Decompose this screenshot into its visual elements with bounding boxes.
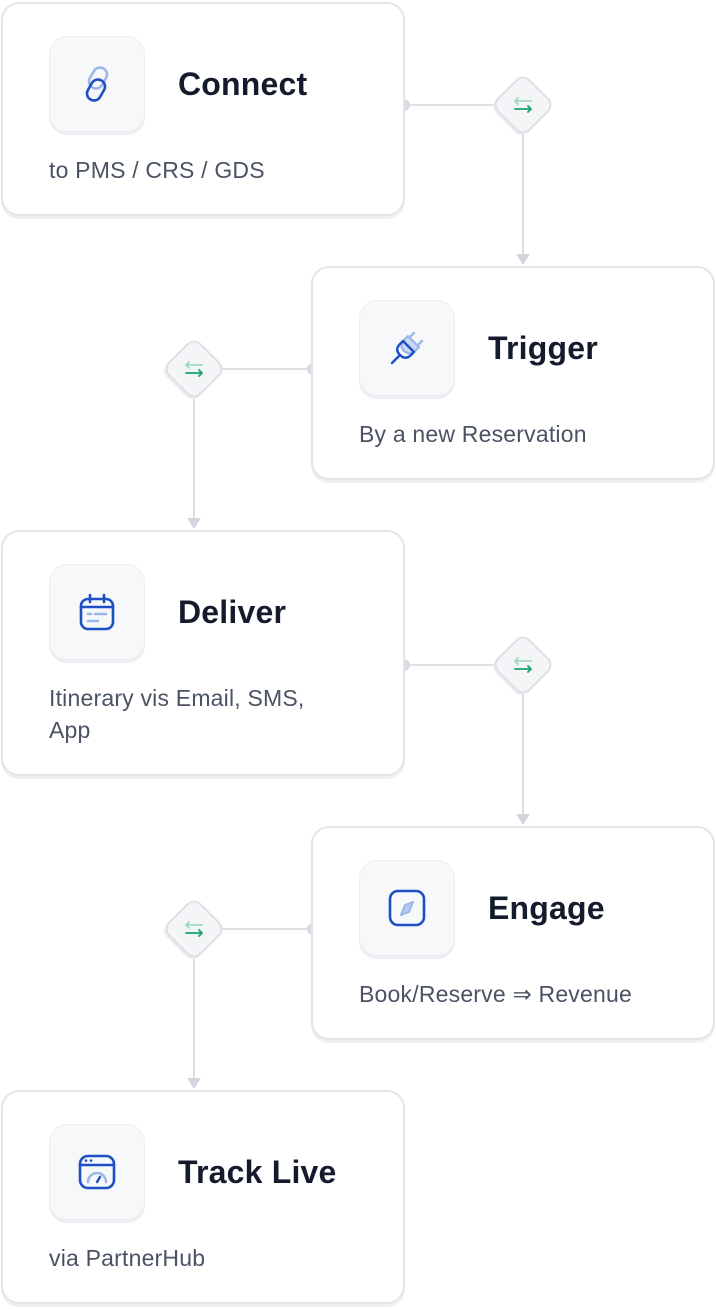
plug-icon (390, 331, 424, 365)
step-card-trigger: Trigger By a new Reservation (311, 266, 715, 480)
step-icon-box (49, 36, 145, 132)
compass-icon (388, 889, 426, 927)
swap-arrows-icon (179, 354, 209, 384)
step-icon-box (49, 564, 145, 660)
step-title: Track Live (178, 1154, 337, 1190)
swap-arrows-icon (508, 90, 538, 120)
step-icon-box (49, 1124, 145, 1220)
step-card-deliver: Deliver Itinerary vis Email, SMS, App (1, 530, 405, 776)
swap-arrows-icon (179, 914, 209, 944)
step-title: Trigger (488, 330, 598, 366)
step-description: Itinerary vis Email, SMS, App (49, 685, 305, 743)
dashboard-icon (78, 1154, 116, 1190)
step-icon-box (359, 300, 455, 396)
step-description: via PartnerHub (49, 1245, 206, 1271)
arrowhead (187, 518, 201, 529)
step-card-connect: Connect to PMS / CRS / GDS (1, 2, 405, 216)
step-description: By a new Reservation (359, 421, 587, 447)
arrowhead (187, 1078, 201, 1089)
step-card-engage: Engage Book/Reserve ⇒ Revenue (311, 826, 715, 1040)
step-description: Book/Reserve ⇒ Revenue (359, 981, 632, 1007)
calendar-icon (79, 593, 115, 631)
link-icon (85, 66, 109, 102)
step-title: Engage (488, 890, 605, 926)
step-title: Connect (178, 66, 308, 102)
swap-arrows-icon (508, 650, 538, 680)
arrowhead (516, 814, 530, 825)
step-title: Deliver (178, 594, 287, 630)
step-icon-box (359, 860, 455, 956)
arrowhead (516, 254, 530, 265)
step-card-track-live: Track Live via PartnerHub (1, 1090, 405, 1304)
step-description: to PMS / CRS / GDS (49, 157, 265, 183)
